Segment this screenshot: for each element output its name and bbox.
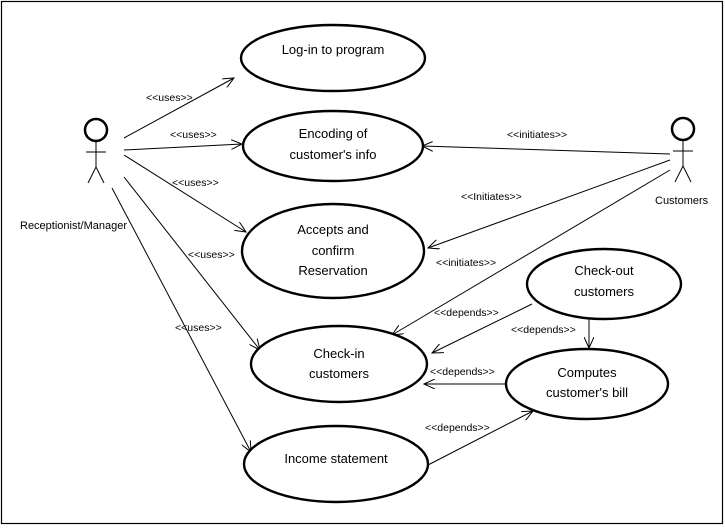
use-case-reservation-text-1: Accepts and: [297, 222, 369, 237]
uses-arrow-checkin: [123, 176, 260, 350]
use-case-checkin-text-1: Check-in: [313, 346, 364, 361]
use-case-bill-text-1: Computes: [557, 365, 617, 380]
use-case-checkout-text-1: Check-out: [574, 263, 634, 278]
label-uses-reservation: <<uses>>: [172, 177, 219, 189]
uses-arrow-income: [111, 187, 251, 452]
use-case-checkout[interactable]: [525, 247, 683, 321]
label-initiates-reservation: <<Initiates>>: [461, 191, 522, 203]
use-case-checkout-text-2: customers: [574, 284, 634, 299]
use-case-reservation[interactable]: [240, 202, 426, 300]
label-uses-login: <<uses>>: [146, 92, 193, 104]
customers-label: Customers: [655, 195, 709, 207]
label-depends-income-bill: <<depends>>: [425, 422, 490, 434]
uses-arrow-encoding: [123, 144, 242, 151]
receptionist-label: Receptionist/Manager: [20, 220, 127, 232]
depends-arrow-income-bill: [427, 411, 533, 466]
receptionist-actor[interactable]: [83, 117, 109, 184]
use-case-income-text: Income statement: [284, 451, 388, 466]
uses-arrow-reservation: [123, 154, 246, 232]
use-case-login[interactable]: [239, 23, 427, 93]
label-initiates-encoding: <<initiates>>: [507, 129, 567, 141]
label-initiates-checkin: <<initiates>>: [436, 257, 496, 269]
label-depends-checkout-bill: <<depends>>: [511, 324, 576, 336]
use-case-checkin[interactable]: [249, 324, 429, 404]
use-case-bill[interactable]: [504, 347, 670, 421]
label-uses-income: <<uses>>: [175, 322, 222, 334]
label-uses-checkin: <<uses>>: [188, 249, 235, 261]
use-case-encoding-text-2: customer's info: [289, 147, 376, 162]
use-case-reservation-text-3: Reservation: [298, 263, 367, 278]
initiates-arrow-encoding: [422, 146, 671, 155]
use-case-login-text: Log-in to program: [282, 42, 385, 57]
use-case-reservation-text-2: confirm: [312, 243, 355, 258]
label-depends-checkout-checkin: <<depends>>: [434, 307, 499, 319]
use-case-bill-text-2: customer's bill: [546, 385, 628, 400]
use-case-income[interactable]: [242, 424, 430, 504]
uses-arrow-login: [123, 78, 234, 139]
initiates-arrow-reservation: [428, 159, 671, 248]
use-case-encoding[interactable]: [241, 109, 425, 183]
customers-actor[interactable]: [670, 116, 696, 183]
use-case-encoding-text-1: Encoding of: [299, 126, 368, 141]
depends-arrow-checkout-checkin: [432, 303, 533, 353]
label-depends-bill-checkin: <<depends>>: [430, 366, 495, 378]
label-uses-encoding: <<uses>>: [170, 129, 217, 141]
initiates-arrow-checkin: [392, 169, 671, 335]
use-case-checkin-text-2: customers: [309, 366, 369, 381]
